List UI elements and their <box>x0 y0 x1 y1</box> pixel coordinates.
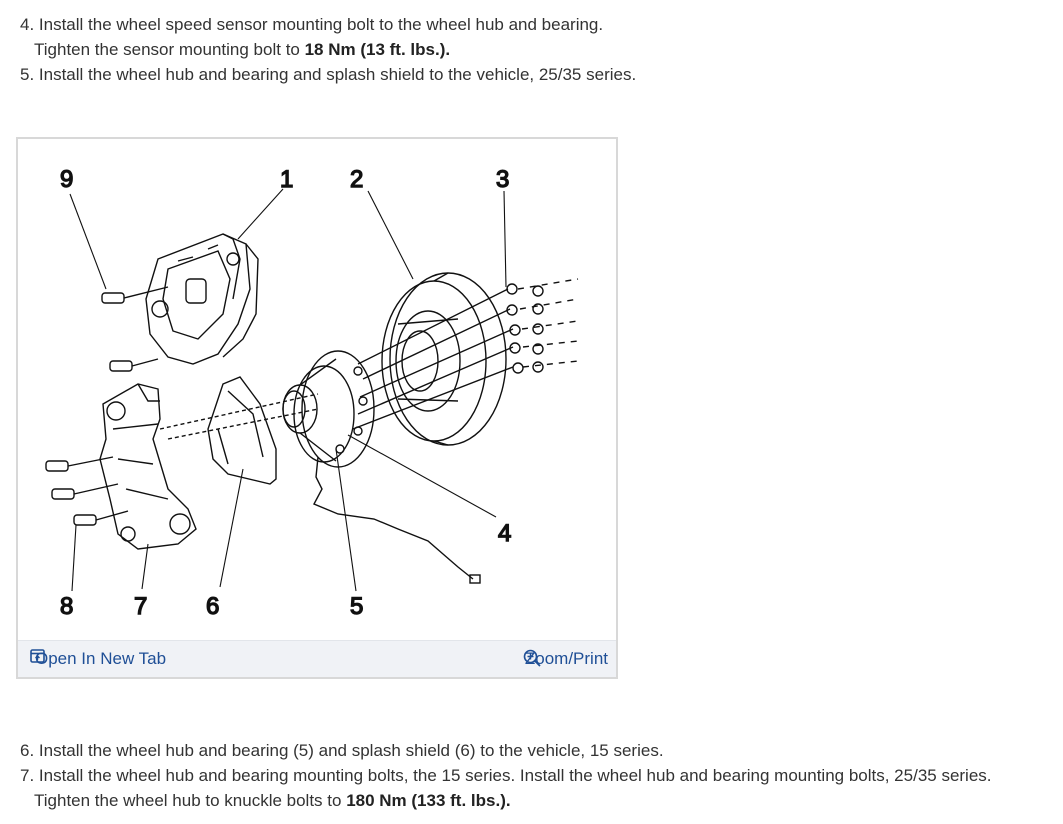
step-5: 5. Install the wheel hub and bearing and… <box>20 62 636 87</box>
callout-7: 7 <box>134 593 147 620</box>
zoom-print-label: Zoom/Print <box>524 649 608 668</box>
step-4-line2: Tighten the sensor mounting bolt to 18 N… <box>20 37 603 62</box>
step-6: 6. Install the wheel hub and bearing (5)… <box>20 738 664 763</box>
callout-2: 2 <box>350 166 363 193</box>
callout-9: 9 <box>60 166 73 193</box>
open-in-new-tab-label: Open In New Tab <box>35 649 167 668</box>
exploded-hub-diagram: 9 1 2 3 4 5 6 7 8 <box>45 165 579 621</box>
step-5-line1: 5. Install the wheel hub and bearing and… <box>20 65 637 84</box>
figure-toolbar: Open In New Tab Zoom/Print <box>18 640 616 677</box>
step-6-line1: 6. Install the wheel hub and bearing (5)… <box>20 741 664 760</box>
step-7-torque: 180 Nm (133 ft. lbs.). <box>346 791 511 810</box>
callout-3: 3 <box>496 166 509 193</box>
diagram-figure: 9 1 2 3 4 5 6 7 8 Open In New Tab Zoom/P… <box>16 137 618 679</box>
open-in-new-tab-link[interactable]: Open In New Tab <box>30 649 166 669</box>
splash-shield <box>207 376 277 485</box>
steering-knuckle <box>99 383 197 550</box>
step-4: 4. Install the wheel speed sensor mounti… <box>20 12 603 62</box>
wheel-studs <box>352 278 579 430</box>
callout-6: 6 <box>206 593 219 620</box>
step-4-line1: 4. Install the wheel speed sensor mounti… <box>20 15 604 34</box>
step-4-torque: 18 Nm (13 ft. lbs.). <box>304 40 451 59</box>
callout-5: 5 <box>350 593 363 620</box>
zoom-print-link[interactable]: Zoom/Print <box>523 649 608 669</box>
hub-and-bearing <box>282 350 481 584</box>
mounting-bolts <box>45 286 319 526</box>
step-4-text: Tighten the sensor mounting bolt to <box>34 40 305 59</box>
callout-8: 8 <box>60 593 73 620</box>
leader-lines <box>69 188 507 592</box>
step-7-line1: 7. Install the wheel hub and bearing mou… <box>20 766 992 785</box>
callout-1: 1 <box>280 166 293 193</box>
callout-4: 4 <box>498 520 511 547</box>
step-7-text: Tighten the wheel hub to knuckle bolts t… <box>34 791 347 810</box>
step-7-line2: Tighten the wheel hub to knuckle bolts t… <box>20 788 992 813</box>
brake-caliper <box>145 233 259 365</box>
step-7: 7. Install the wheel hub and bearing mou… <box>20 763 992 813</box>
